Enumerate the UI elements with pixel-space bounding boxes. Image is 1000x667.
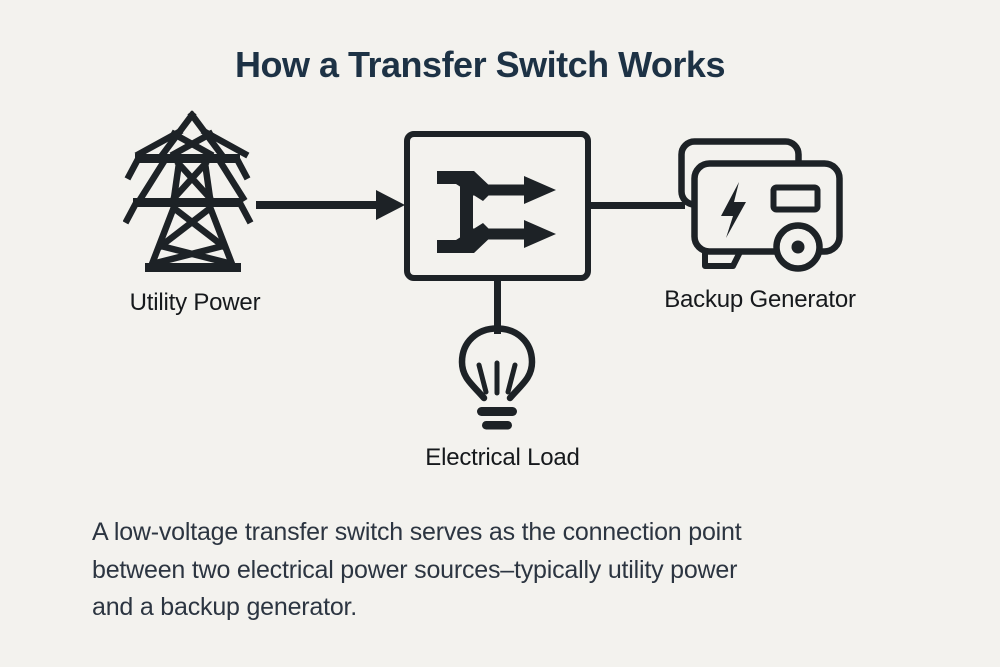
generator-foot	[702, 248, 744, 269]
generator-control-panel	[770, 184, 821, 213]
lightning-bolt-icon	[721, 182, 746, 238]
bulb-filament	[476, 362, 489, 395]
backup-generator-label: Backup Generator	[664, 286, 856, 313]
wheel-hub	[791, 240, 805, 254]
transfer-switch-symbol-icon	[437, 171, 556, 253]
description-line: and a backup generator.	[92, 593, 358, 621]
generator-icon	[678, 138, 843, 272]
bulb-base-bar	[477, 407, 517, 416]
flow-arrow-icon	[256, 190, 405, 220]
utility-power-label: Utility Power	[129, 289, 261, 316]
description-line: A low-voltage transfer switch serves as …	[92, 518, 742, 546]
light-bulb-icon	[458, 325, 536, 430]
electrical-load-label: Electrical Load	[425, 444, 580, 471]
description-text: A low-voltage transfer switch serves as …	[92, 514, 912, 627]
bulb-filament	[505, 362, 518, 395]
description-line: between two electrical power sources–typ…	[92, 555, 738, 584]
bulb-glass	[458, 325, 536, 402]
connector-line-generator	[589, 202, 685, 209]
bulb-base-bar	[482, 421, 512, 430]
transfer-switch-box	[404, 131, 591, 281]
connector-line-load	[494, 278, 501, 334]
transmission-tower-icon	[123, 110, 254, 272]
page-title: How a Transfer Switch Works	[235, 44, 725, 85]
